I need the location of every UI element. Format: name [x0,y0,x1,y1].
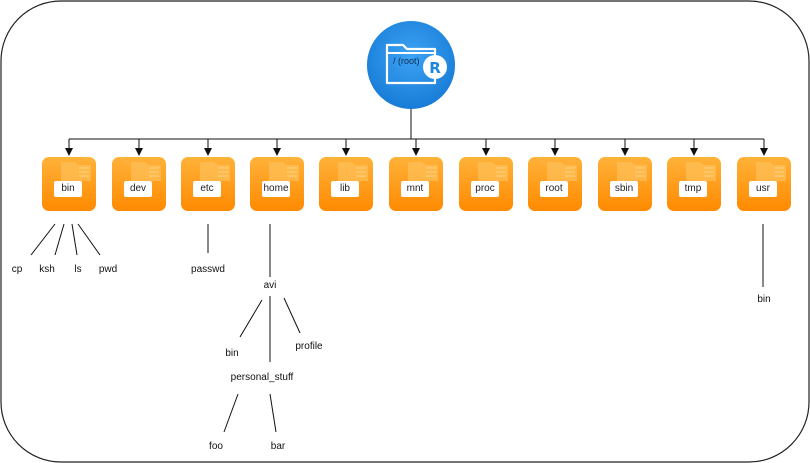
leaf-cp: cp [11,264,23,275]
leaf-pwd: pwd [98,264,118,275]
folder-label: bin [54,181,82,197]
bin-edges [30,223,101,256]
leaf-profile: profile [295,341,323,352]
leaf-foo: foo [209,441,223,452]
leaf-avi-bin: bin [225,348,239,359]
avi-edges [239,296,301,362]
folder-label: root [540,181,568,197]
folder-proc[interactable]: proc [458,156,514,212]
node-avi: avi [263,280,277,291]
folder-label: dev [124,181,152,197]
folder-sbin[interactable]: sbin [597,156,653,212]
leaf-passwd: passwd [191,264,225,275]
folder-label: etc [193,181,221,197]
root-badge: R [429,59,441,77]
folder-label: mnt [401,181,429,197]
folder-bin[interactable]: bin [41,156,97,212]
folder-label: lib [331,181,359,197]
root-label: / (root) [393,56,420,66]
root-node[interactable]: R [367,21,455,109]
folder-label: home [262,181,290,197]
leaf-ls: ls [74,264,82,275]
folder-label: tmp [679,181,707,197]
root-folder-icon: R [367,21,455,109]
folder-root[interactable]: root [527,156,583,212]
folder-lib[interactable]: lib [318,156,374,212]
folder-etc[interactable]: etc [180,156,236,212]
folder-tmp[interactable]: tmp [666,156,722,212]
personal-stuff-edges [223,393,277,433]
folder-label: sbin [610,181,638,197]
folder-label: proc [471,181,499,197]
folder-home[interactable]: home [249,156,305,212]
folder-dev[interactable]: dev [111,156,167,212]
folder-mnt[interactable]: mnt [388,156,444,212]
folder-usr[interactable]: usr [736,156,792,212]
folder-label: usr [749,181,777,197]
leaf-ksh: ksh [39,264,55,275]
node-personal-stuff: personal_stuff [230,372,294,383]
bus-drops [65,139,768,156]
leaf-bar: bar [270,441,286,452]
leaf-usr-bin: bin [757,294,771,305]
